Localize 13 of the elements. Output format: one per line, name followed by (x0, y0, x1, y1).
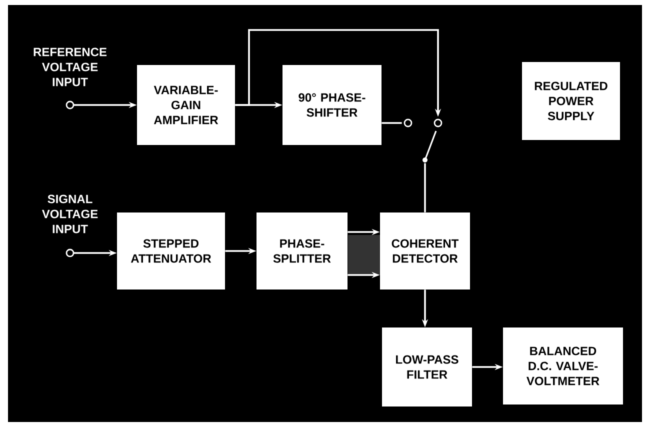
block-box: PHASE-SPLITTER (256, 212, 348, 290)
block-box: REGULATED POWER SUPPLY (522, 62, 620, 140)
switch-drawing (404, 118, 442, 162)
block-box: 90° PHASE-SHIFTER (282, 64, 382, 145)
connector-line (382, 122, 402, 124)
block-box: LOW-PASS FILTER (382, 327, 472, 406)
input-label: REFERENCE VOLTAGE INPUT (34, 48, 107, 86)
input-label: SIGNAL VOLTAGE INPUT (42, 194, 98, 234)
block-box: COHERENT DETECTOR (380, 212, 470, 290)
block-box: VARIABLE-GAIN AMPLIFIER (137, 64, 235, 145)
block-box: STEPPED ATTENUATOR (117, 212, 225, 290)
connector-line (424, 163, 426, 212)
block-box: BALANCED D.C. VALVE-VOLTMETER (503, 327, 623, 404)
